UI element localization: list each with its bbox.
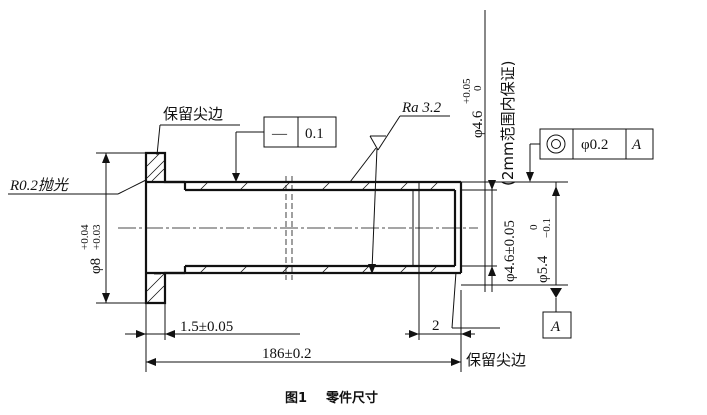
section-hatching bbox=[146, 152, 439, 304]
flange-tol-upper: +0.04 bbox=[79, 224, 91, 250]
centerlines bbox=[118, 176, 478, 280]
flange-tol-lower: +0.03 bbox=[91, 224, 103, 250]
bore-tol-upper: +0.05 bbox=[461, 78, 473, 104]
bore-note: (2mm范围内保证) bbox=[499, 61, 517, 186]
roughness-label: Ra 3.2 bbox=[401, 100, 442, 116]
flange-dimension-lines bbox=[96, 152, 146, 304]
leaders bbox=[8, 124, 500, 329]
datum-feature bbox=[461, 181, 572, 339]
part-outline bbox=[144, 151, 463, 305]
bore-tol-lower: 0 bbox=[472, 85, 484, 91]
end-length-label: 2 bbox=[432, 318, 440, 334]
radius-polish-label: R0.2抛光 bbox=[9, 177, 69, 194]
flange-length-label: 1.5±0.05 bbox=[180, 319, 233, 335]
bore-dimension-sym: φ4.6±0.05 bbox=[502, 220, 518, 282]
coaxiality-datum: A bbox=[631, 137, 642, 153]
roughness-symbol bbox=[349, 115, 450, 274]
od-tol-lower: −0.1 bbox=[541, 218, 553, 238]
bore-dimension-lines bbox=[461, 10, 497, 292]
sharp-edge-label-bottom: 保留尖边 bbox=[466, 351, 526, 369]
straightness-value: 0.1 bbox=[305, 126, 324, 142]
figure-caption-number: 图1 bbox=[285, 391, 307, 406]
figure-caption-text: 零件尺寸 bbox=[325, 390, 378, 406]
coaxiality-frame bbox=[526, 128, 654, 182]
bore-dimension-main: φ4.6 bbox=[470, 110, 486, 138]
straightness-frame bbox=[232, 116, 337, 182]
od-tol-upper: 0 bbox=[528, 224, 540, 230]
datum-letter: A bbox=[550, 319, 561, 335]
straightness-symbol: — bbox=[271, 126, 288, 142]
od-dimension-main: φ5.4 bbox=[535, 255, 551, 283]
sharp-edge-label-top: 保留尖边 bbox=[163, 105, 223, 123]
length-dimension-lines bbox=[125, 273, 475, 372]
total-length-label: 186±0.2 bbox=[262, 346, 311, 362]
flange-dimension-main: φ8 bbox=[88, 258, 104, 274]
coaxiality-value: φ0.2 bbox=[581, 137, 608, 153]
